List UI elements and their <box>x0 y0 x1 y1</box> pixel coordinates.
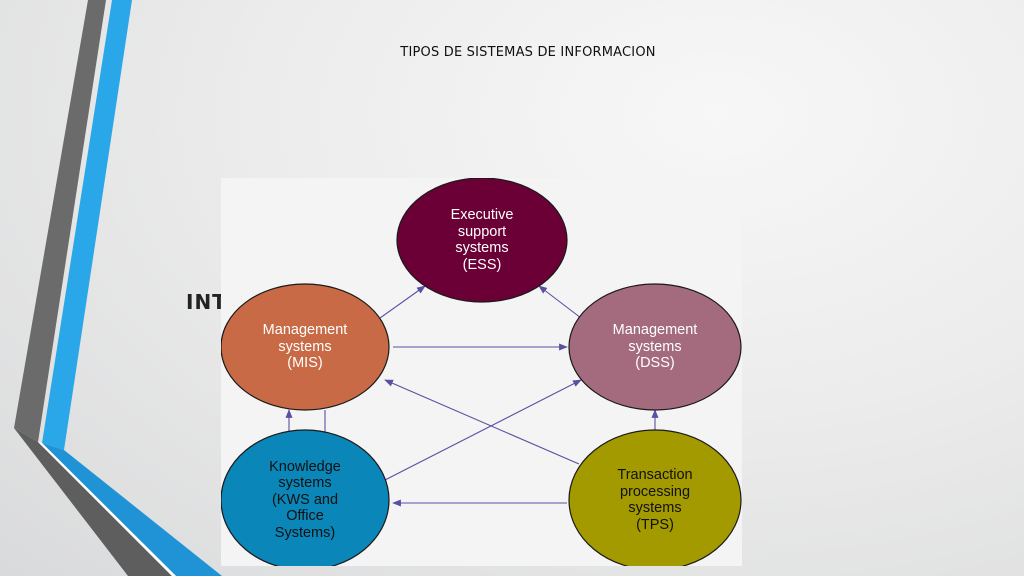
blue-band-upper <box>42 0 132 450</box>
white-band-lower <box>38 442 176 576</box>
arrow-tps-to-mis <box>384 379 580 465</box>
gray-band-lower <box>14 428 172 576</box>
diagram-canvas <box>221 178 742 566</box>
blue-band-lower <box>42 443 222 576</box>
gray-band-upper <box>14 0 106 442</box>
arrow-mis-to-ess <box>379 285 426 319</box>
arrow-kws-to-dss <box>384 379 582 481</box>
slide-title: TIPOS DE SISTEMAS DE INFORMACION <box>400 45 656 60</box>
node-ess <box>396 178 568 303</box>
node-dss <box>568 283 742 411</box>
partially-hidden-heading: INT <box>186 290 227 314</box>
node-mis <box>221 283 390 411</box>
node-tps <box>568 429 742 566</box>
node-kws <box>221 429 390 566</box>
nodes-layer <box>221 178 742 566</box>
information-systems-diagram: Executive support systems (ESS)Managemen… <box>221 178 742 566</box>
arrow-dss-to-ess <box>538 285 582 319</box>
